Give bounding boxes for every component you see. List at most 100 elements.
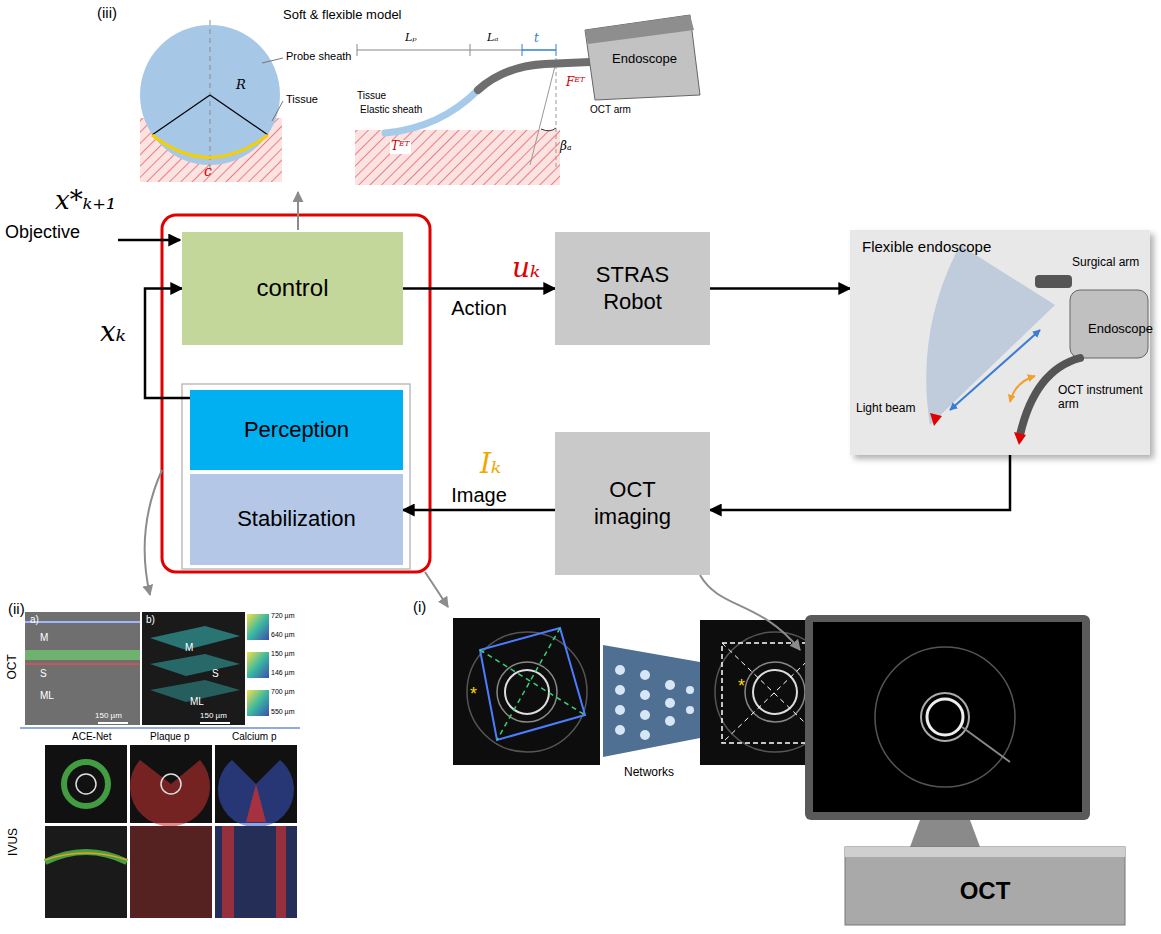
stabilization-network [745,662,805,722]
oct-ivus-panel [215,826,297,918]
stabilization-network [640,670,650,680]
figure-label: Elastic sheath [360,104,422,116]
figure-label: a) [30,614,39,626]
oct-ivus-panel [25,612,140,725]
oct-ivus-panel [247,614,269,640]
soft-flexible-model [470,49,522,50]
oct-ivus-panel [64,762,108,806]
figure-label: Light beam [856,402,915,416]
drawing-part [927,699,963,735]
oct-ivus-panel [215,826,297,918]
figure-label: 150 µm [271,650,295,658]
oct-ivus-panel [130,826,212,918]
figure-label: b) [146,614,155,626]
edge-label: Action [451,297,507,320]
oct-ivus-panel [45,852,127,862]
figure-label: OCT [6,654,20,679]
probe-contact-model [210,20,211,175]
oct-ivus-panel [200,722,230,724]
stabilization-network [665,716,675,726]
figure-label: Tissue [357,90,386,102]
stabilization-network [467,632,587,752]
figure-label: Plaque p [150,731,189,743]
monitor: OCT [800,612,1130,928]
stabilization-network [640,710,650,720]
stabilization-network [665,698,675,708]
node-text: OCT imaging [587,477,679,530]
node-text: OCT [845,857,1125,925]
soft-flexible-model [585,15,700,100]
stabilization-network [497,628,560,740]
node-text: STRAS Robot [587,262,679,315]
figure-label: (ii) [8,600,25,617]
oct-ivus-panel [130,826,212,918]
drawing-part [930,413,942,426]
figure-label: OCT instrument arm [1058,384,1153,412]
drawing-part [813,622,1082,812]
probe-contact-model [152,135,268,158]
figure-label: 720 µm [271,612,295,620]
oct-ivus-panel [142,612,245,725]
control-loop-frame [118,215,430,572]
soft-flexible-model [556,58,557,168]
figure-label: x*ₖ₊₁ [55,186,116,216]
soft-flexible-model [530,62,556,165]
figure-label: Iₖ [480,448,501,480]
stabilization-network [665,680,675,690]
figure-label: Tissue [286,93,318,106]
figure-label: (i) [413,598,426,615]
figure-label: Objective [5,222,80,243]
soft-flexible-model [355,15,700,185]
figure-label: * [738,676,745,697]
stabilization-network [480,628,585,740]
oct-ivus-panel [45,745,127,823]
figure-label: Networks [624,766,674,780]
figure-label: 550 µm [271,708,295,716]
figure-label: (iii) [97,4,117,21]
control-loop-frame [182,384,410,569]
figure-label: Lₚ [405,32,417,45]
figure-label: IVUS [7,828,21,856]
stabilization-network [453,618,845,765]
node-text: Stabilization [237,506,356,532]
figure-label: Probe sheath [286,50,351,63]
control-box: control [182,232,403,345]
stabilization-network [686,686,694,694]
figure-label: Tᴱᵀ [390,140,411,154]
figure-label: 640 µm [271,631,295,639]
figure-label: t [534,32,539,46]
figure-label: Endoscope [612,52,677,67]
oct-ivus-panel [222,826,234,918]
figure-label: Lₐ [487,32,498,45]
stabilization-network [615,685,625,695]
oct-ivus-panel [45,826,127,918]
probe-contact-model [140,25,280,165]
oct-ivus-panel [98,722,128,724]
figure-label: Soft & flexible model [283,8,402,23]
oct-ivus-panel [150,626,240,650]
figure-label: 150 µm [200,711,227,720]
oct-ivus-panel [20,727,300,729]
figure-label: uₖ [512,252,540,284]
oct-ivus-panel [218,760,294,827]
figure-label: c [204,163,212,179]
figure-label: OCT arm [590,104,631,116]
drawing-part [962,727,1010,762]
soft-flexible-model [470,44,471,56]
figure-label: 150 µm [95,711,122,720]
figure-label: ML [190,696,204,708]
figure-label: * [470,684,477,705]
imaging-box: OCT imaging [555,432,710,575]
perception-box: Perception [190,390,403,470]
connector-arrow [710,287,850,290]
figure-label: Calcium p [232,731,276,743]
drawing-part [875,647,1015,787]
soft-flexible-model [478,62,590,90]
control-loop-frame [162,215,430,572]
edge-label: Image [451,484,507,507]
oct-ivus-panel [247,690,269,716]
node-text: Flexible endoscope [862,238,991,256]
stabilization-network [505,670,549,714]
oct-ivus-panel [25,621,140,623]
